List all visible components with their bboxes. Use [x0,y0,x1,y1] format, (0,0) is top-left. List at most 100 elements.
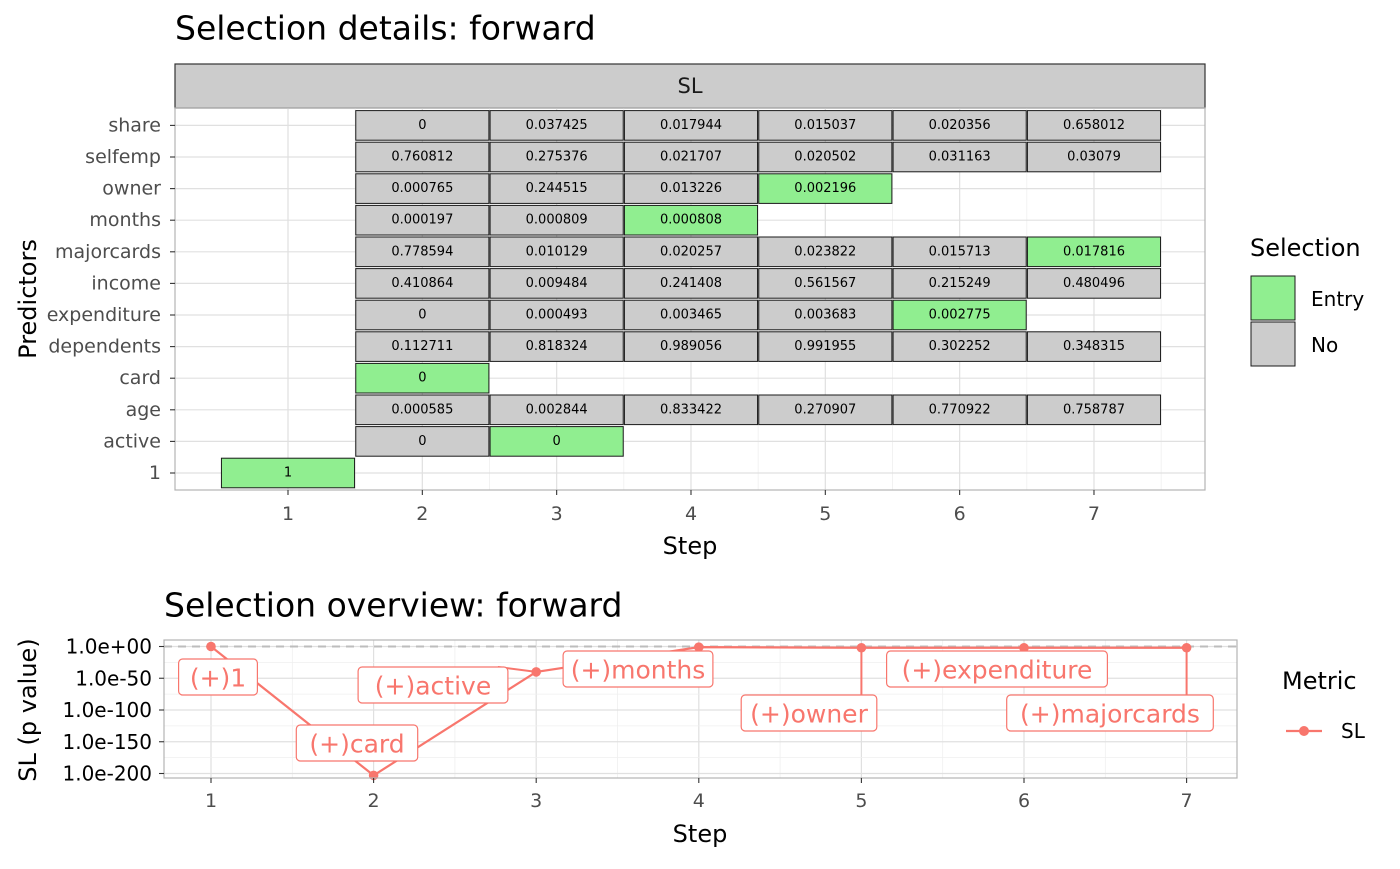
heatmap-cell [623,204,759,236]
top-y-tick-label: active [103,430,161,452]
metric-legend-title: Metric [1282,667,1357,695]
heatmap-cell [489,331,624,362]
heatmap-cell [892,236,1027,268]
heatmap-cell-label: 0.410864 [391,276,453,291]
heatmap-cell-label: 0.348315 [1063,339,1125,354]
heatmap-cell [489,110,624,141]
heatmap-cell-label: 0.020356 [929,118,991,133]
heatmap-cell [1026,110,1162,141]
heatmap-cell [623,236,759,268]
top-x-tick-label: 5 [819,503,831,525]
heatmap-cell-label: 0.010129 [526,244,588,259]
point-label-box [562,650,714,688]
heatmap-cell [489,236,624,268]
point-label-box [357,666,509,704]
top-x-tick-label: 2 [416,503,428,525]
heatmap-cell [355,173,490,204]
top-y-tick-label: age [126,399,161,421]
top-y-tick-label: income [91,272,161,294]
selection-legend-title: Selection [1250,234,1361,262]
heatmap-cell [489,299,624,331]
heatmap-cell [758,331,893,362]
bottom-y-tick-label: 1.0e+00 [66,635,152,659]
bottom-panel-border [163,639,1238,779]
point-label: (+)1 [190,664,246,693]
heatmap-cell [892,394,1027,426]
heatmap-cell-label: 0.037425 [526,118,588,133]
top-x-tick-label: 3 [551,503,563,525]
heatmap-cell [758,394,893,426]
heatmap-cell-label: 0.241408 [660,276,722,291]
heatmap-cell [489,141,624,173]
heatmap-cell [489,173,624,204]
point-label: (+)card [309,730,404,759]
heatmap-cell-label: 0.000765 [391,181,453,196]
point-label: (+)active [375,672,491,701]
heatmap-cell-label: 0.480496 [1063,276,1125,291]
heatmap-cell-label: 0.002844 [526,402,588,417]
metric-legend-label: SL [1341,719,1366,743]
series-point-sl [206,641,216,652]
top-x-tick-label: 7 [1088,503,1100,525]
heatmap-cell [220,457,356,489]
heatmap-cell-label: 0.000197 [391,213,453,228]
heatmap-cell-label: 0.015713 [929,244,991,259]
heatmap-cell-label: 0.003465 [660,308,722,323]
heatmap-cell-label: 0.778594 [391,244,453,259]
heatmap-cell-label: 0.03079 [1067,150,1121,165]
heatmap-cell-label: 0.021707 [660,150,722,165]
heatmap-cell-label: 0.015037 [794,118,856,133]
bottom-y-tick-label: 1.0e-50 [75,666,152,690]
heatmap-cell-label: 0.818324 [526,339,588,354]
heatmap-cell [489,394,624,426]
heatmap-cell-label: 0.760812 [391,150,453,165]
heatmap-cell [758,173,893,204]
heatmap-cell [355,204,490,236]
top-x-tick-label: 4 [685,503,697,525]
selection-legend-label: Entry [1311,287,1364,311]
heatmap-cell-label: 0.270907 [794,402,856,417]
heatmap-cell-label: 0.275376 [526,150,588,165]
bottom-x-tick-label: 4 [693,790,705,812]
heatmap-cell [1026,331,1162,362]
bottom-x-tick-label: 2 [368,790,380,812]
heatmap-cell-label: 0.020257 [660,244,722,259]
heatmap-cell-label: 0.009484 [526,276,588,291]
heatmap-cell-label: 0.002775 [929,308,991,323]
top-y-tick-label: card [119,367,161,389]
top-y-tick-label: dependents [48,336,161,358]
heatmap-cell-label: 0.244515 [526,181,588,196]
bottom-x-tick-label: 6 [1018,790,1030,812]
heatmap-cell [623,331,759,362]
point-label: (+)owner [750,700,868,729]
heatmap-cell-label: 0.000809 [526,213,588,228]
bottom-y-tick-label: 1.0e-100 [62,698,152,722]
bottom-x-tick-label: 1 [205,790,217,812]
bottom-y-axis-title: SL (p value) [14,638,42,781]
heatmap-cell [355,394,490,426]
top-y-tick-label: expenditure [47,304,161,326]
heatmap-cell [623,299,759,331]
point-label: (+)majorcards [1020,700,1200,729]
top-y-tick-label: selfemp [85,146,161,168]
heatmap-cell-label: 0.770922 [929,402,991,417]
heatmap-cell-label: 0.000493 [526,308,588,323]
heatmap-cell [355,362,490,394]
series-point-sl [1019,642,1029,653]
heatmap-cell-label: 0.002196 [794,181,856,196]
heatmap-cell-label: 0 [418,371,426,386]
heatmap-cell-label: 0.833422 [660,402,722,417]
bottom-x-tick-label: 3 [530,790,542,812]
heatmap-cell [489,204,624,236]
top-y-tick-label: majorcards [55,241,161,263]
bottom-x-tick-label: 5 [855,790,867,812]
heatmap-cell-label: 0.758787 [1063,402,1125,417]
heatmap-cell-label: 0.017816 [1063,244,1125,259]
top-y-tick-label: 1 [149,462,161,484]
heatmap-cell-label: 0.989056 [660,339,722,354]
selection-legend-key-entry [1250,275,1296,321]
point-label-box [295,724,419,762]
bottom-x-tick-label: 7 [1181,790,1193,812]
heatmap-cell [892,331,1027,362]
